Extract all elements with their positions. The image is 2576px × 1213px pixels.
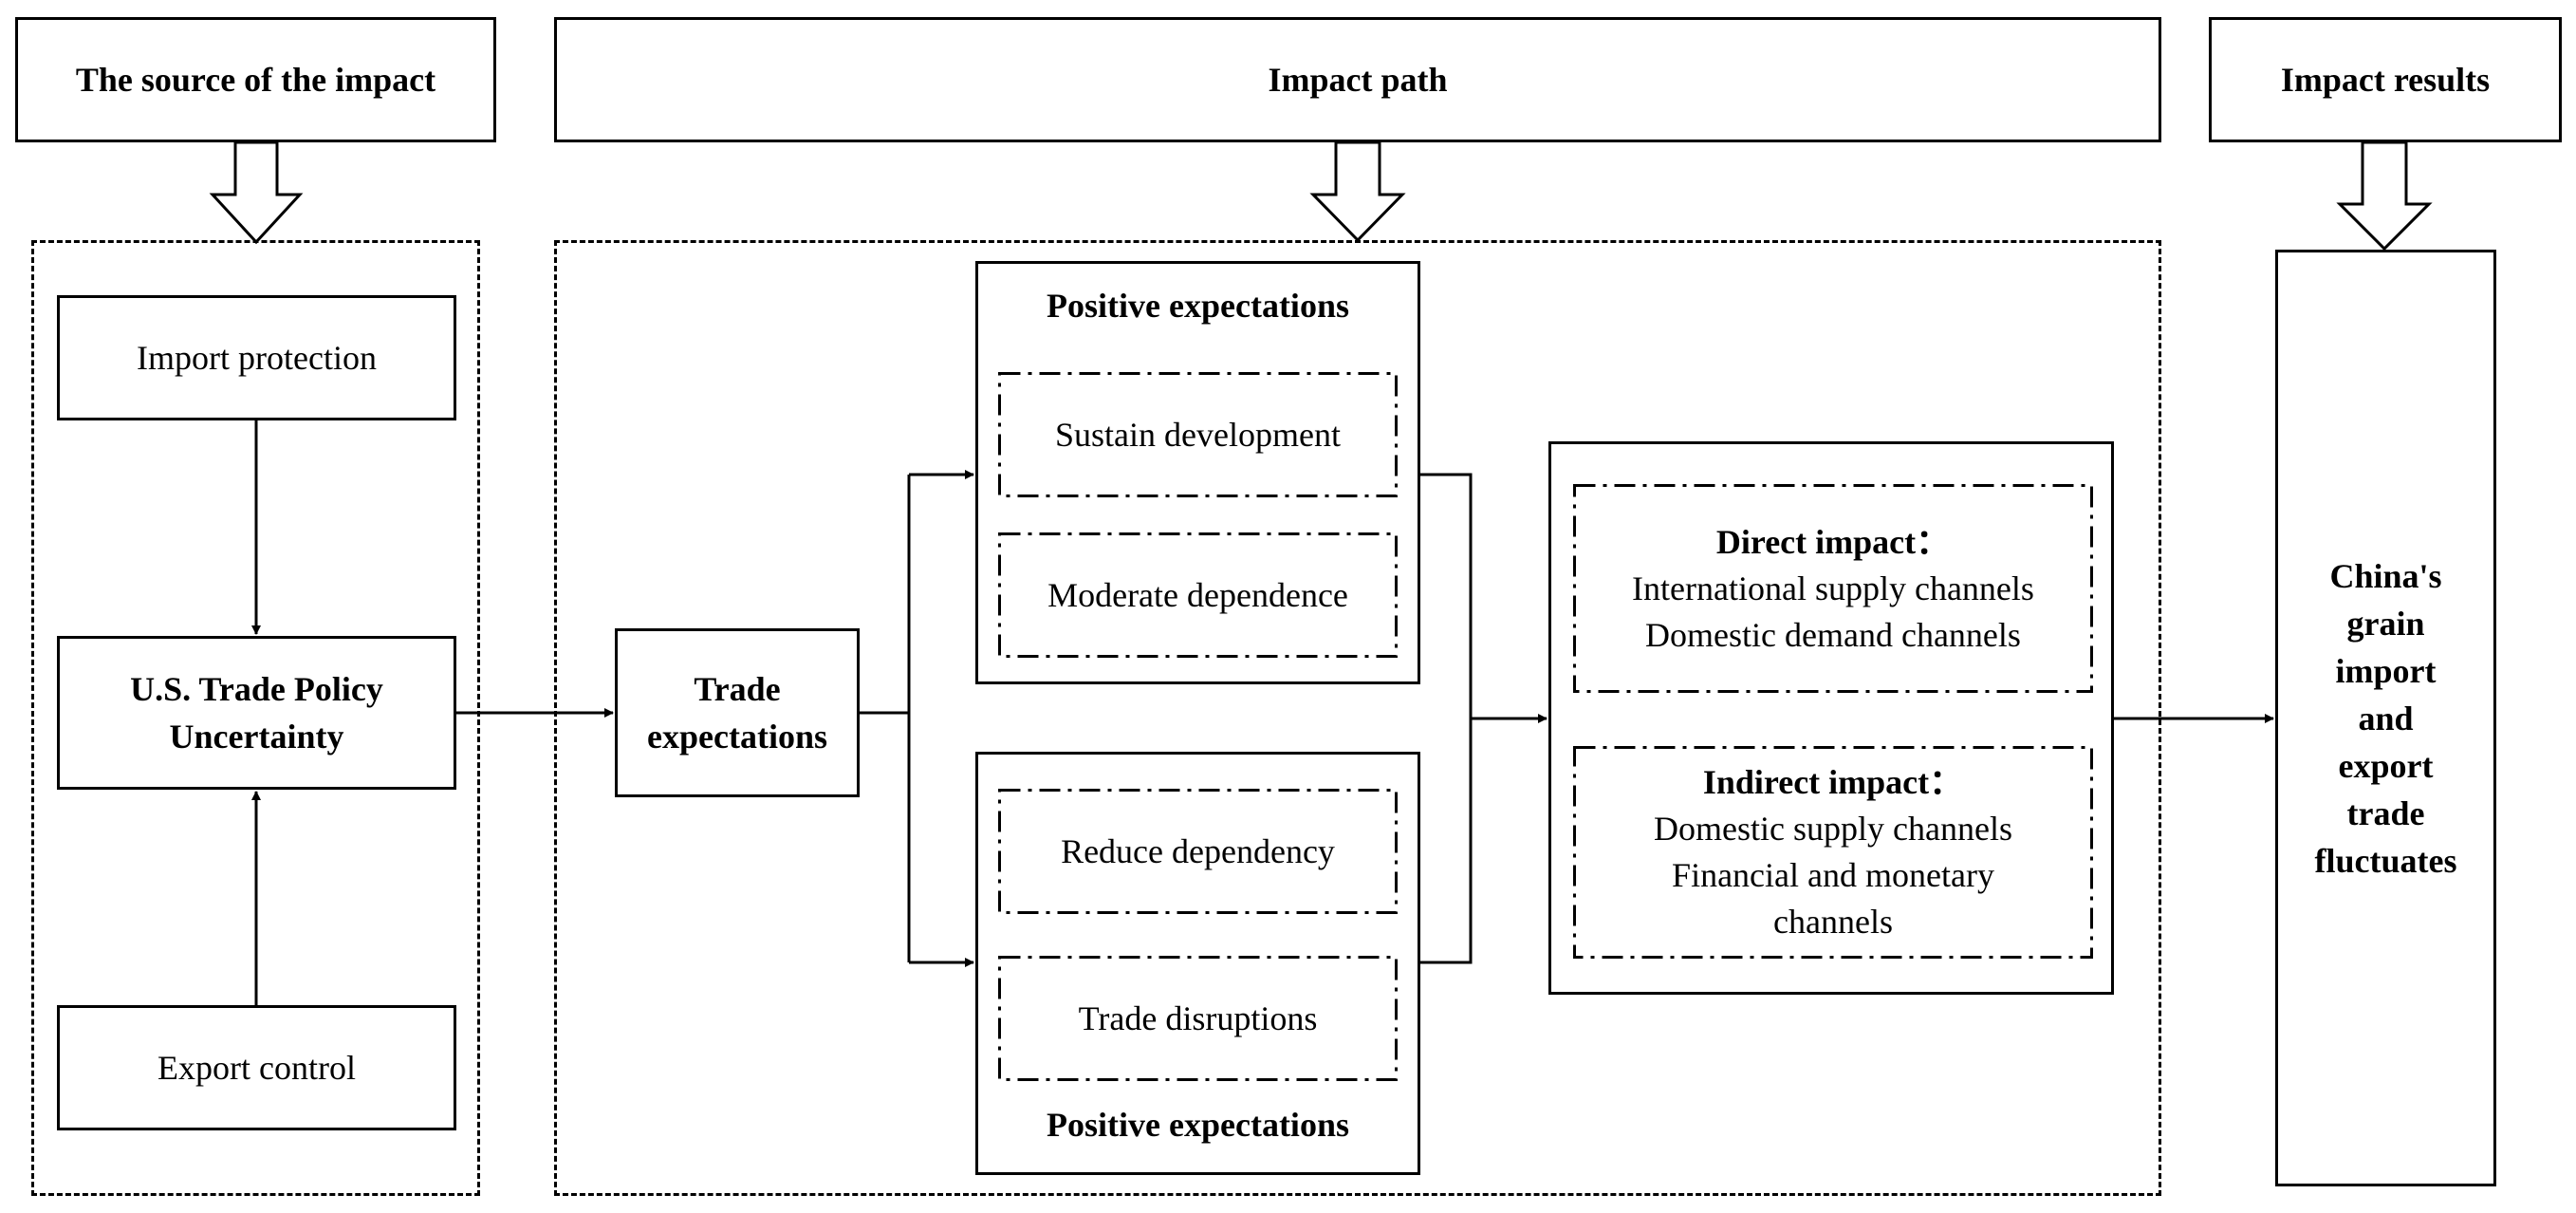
dash-dot-outline — [998, 532, 1398, 658]
dash-dot-outline — [1573, 484, 2093, 693]
results-down-arrow-icon — [2336, 140, 2433, 252]
source-down-arrow-icon — [209, 140, 304, 245]
trade-expectations-line-1: Trade — [694, 670, 781, 708]
header-source-label: The source of the impact — [75, 61, 436, 99]
export-control-label: Export control — [158, 1049, 356, 1087]
dash-dot-rect — [1573, 484, 2093, 693]
result-box: China's grain import and export trade fl… — [2275, 250, 2496, 1186]
result-line-7: fluctuates — [2314, 841, 2457, 880]
lower-expectations-box — [975, 752, 1420, 1175]
dash-dot-rect — [998, 372, 1398, 497]
policy-uncertainty-line-1: U.S. Trade Policy — [130, 670, 383, 708]
result-line-4: and — [2358, 699, 2414, 737]
result-line-6: trade — [2346, 793, 2425, 832]
policy-uncertainty-line-2: Uncertainty — [169, 718, 344, 756]
dash-dot-rect — [998, 532, 1398, 658]
dash-dot-rect — [998, 956, 1398, 1081]
sustain-development-box: Sustain development — [998, 372, 1398, 497]
dash-dot-outline — [1573, 746, 2093, 959]
path-down-arrow-icon — [1309, 140, 1406, 243]
direct-impact-box: Direct impact： International supply chan… — [1573, 484, 2093, 693]
direct-impact-title: Direct impact： — [1715, 522, 1951, 561]
result-line-5: export — [2338, 746, 2434, 785]
dash-dot-outline — [998, 372, 1398, 497]
policy-uncertainty-box: U.S. Trade Policy Uncertainty — [57, 636, 456, 790]
reduce-dependency-box: Reduce dependency — [998, 789, 1398, 914]
impact-channels-box — [1548, 441, 2114, 995]
header-results-label: Impact results — [2280, 61, 2491, 99]
result-line-1: China's — [2329, 556, 2442, 595]
indirect-impact-line-3: channels — [1773, 903, 1893, 941]
trade-disruptions-label: Trade disruptions — [1078, 999, 1318, 1037]
dash-dot-rect — [998, 789, 1398, 914]
source-group — [31, 240, 480, 1196]
indirect-impact-title: Indirect impact： — [1702, 763, 1964, 801]
lower-expectations-title: Positive expectations — [1047, 1106, 1349, 1144]
direct-impact-line-1: International supply channels — [1632, 569, 2034, 607]
result-line-3: import — [2335, 651, 2437, 690]
header-path: Impact path — [554, 17, 2161, 142]
reduce-dependency-label: Reduce dependency — [1061, 832, 1335, 870]
trade-disruptions-box: Trade disruptions — [998, 956, 1398, 1081]
dash-dot-outline — [998, 789, 1398, 914]
import-protection-box: Import protection — [57, 295, 456, 420]
import-protection-label: Import protection — [137, 339, 377, 377]
trade-expectations-box: Trade expectations — [615, 628, 860, 797]
indirect-impact-line-2: Financial and monetary — [1672, 856, 1994, 894]
upper-expectations-title: Positive expectations — [1047, 287, 1349, 325]
indirect-impact-line-1: Domestic supply channels — [1654, 810, 2012, 848]
upper-expectations-box — [975, 261, 1420, 684]
trade-expectations-line-2: expectations — [647, 718, 827, 756]
indirect-impact-box: Indirect impact： Domestic supply channel… — [1573, 746, 2093, 959]
moderate-dependence-box: Moderate dependence — [998, 532, 1398, 658]
dash-dot-outline — [998, 956, 1398, 1081]
path-group — [554, 240, 2161, 1196]
direct-impact-line-2: Domestic demand channels — [1645, 615, 2021, 654]
moderate-dependence-label: Moderate dependence — [1047, 576, 1348, 614]
header-source: The source of the impact — [15, 17, 496, 142]
header-path-label: Impact path — [1268, 61, 1448, 99]
dash-dot-rect — [1573, 746, 2093, 959]
header-results: Impact results — [2209, 17, 2562, 142]
export-control-box: Export control — [57, 1005, 456, 1130]
result-line-2: grain — [2346, 604, 2425, 643]
sustain-development-label: Sustain development — [1055, 416, 1341, 454]
